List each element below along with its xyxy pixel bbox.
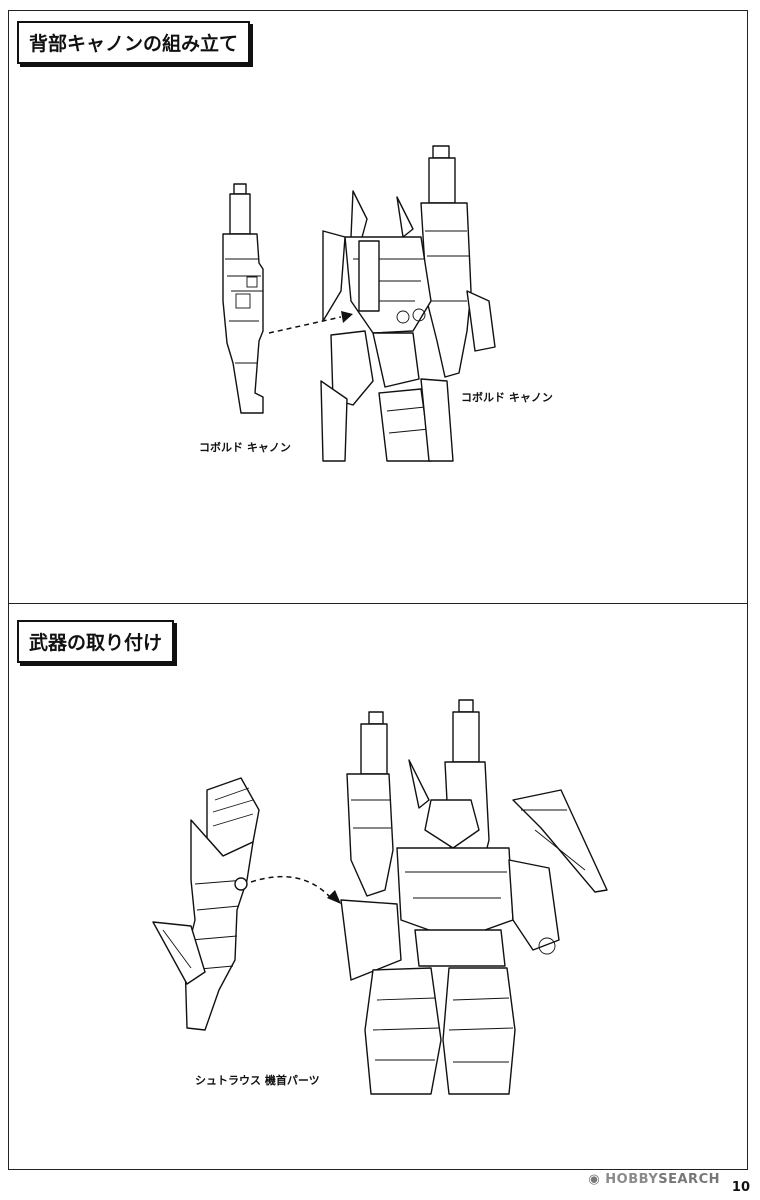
part-label-left: シュトラウス 機首パーツ <box>195 1074 320 1087</box>
hobby-logo-icon: ◉ <box>588 1172 606 1187</box>
robot-front-view <box>340 699 608 1095</box>
strauss-nose-part-illustration <box>152 699 608 1095</box>
watermark: ◉ HOBBYSEARCH <box>588 1172 720 1187</box>
cobold-cannon-part-illustration <box>222 145 496 462</box>
section-back-cannon: 背部キャノンの組み立て <box>8 10 748 604</box>
page-number: 10 <box>731 1180 750 1195</box>
section-title: 背部キャノンの組み立て <box>17 21 251 64</box>
section-title: 武器の取り付け <box>17 620 175 663</box>
robot-back-view <box>320 145 496 462</box>
part-label-right: コボルド キャノン <box>461 391 553 404</box>
part-label-left: コボルド キャノン <box>199 441 291 454</box>
section-weapon-attach: 武器の取り付け <box>8 604 748 1170</box>
